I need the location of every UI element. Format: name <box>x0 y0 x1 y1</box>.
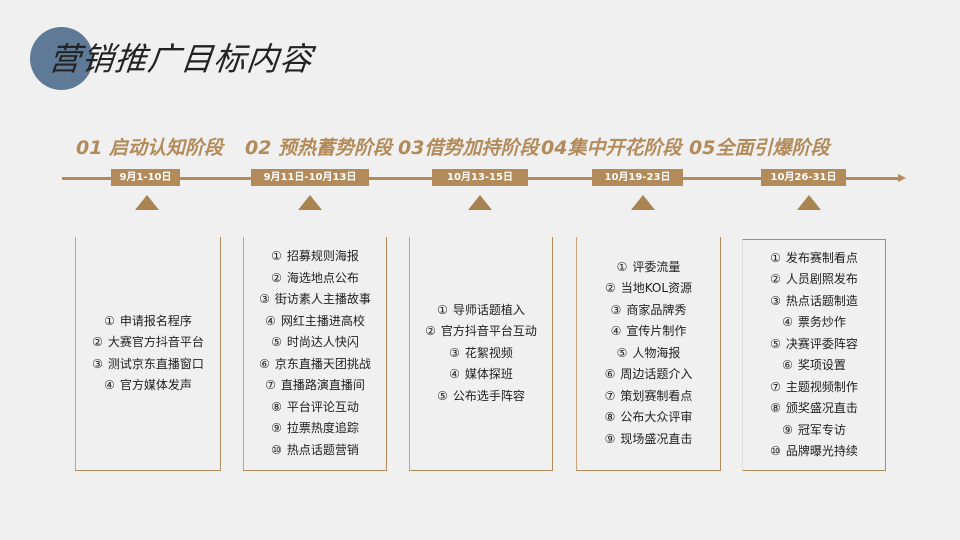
triangle-marker-icon <box>468 195 492 210</box>
date-badge-3: 10月13-15日 <box>432 169 528 186</box>
page-title: 营销推广目标内容 <box>46 40 315 78</box>
triangle-marker-icon <box>797 195 821 210</box>
triangle-marker-icon <box>298 195 322 210</box>
stage-title-5: 05全面引爆阶段 <box>689 137 830 159</box>
stage-title-4: 04集中开花阶段 <box>541 137 682 159</box>
timeline-arrow-icon <box>898 174 906 182</box>
triangle-marker-icon <box>631 195 655 210</box>
decorative-circle <box>30 27 93 90</box>
date-badge-5: 10月26-31日 <box>761 169 846 186</box>
date-badge-1: 9月1-10日 <box>111 169 180 186</box>
triangle-marker-icon <box>135 195 159 210</box>
stage-title-3: 03借势加持阶段 <box>398 137 539 159</box>
date-badge-4: 10月19-23日 <box>592 169 683 186</box>
date-badge-2: 9月11日-10月13日 <box>251 169 369 186</box>
stage-title-2: 02 预热蓄势阶段 <box>245 137 393 159</box>
stage-title-1: 01 启动认知阶段 <box>76 137 224 159</box>
